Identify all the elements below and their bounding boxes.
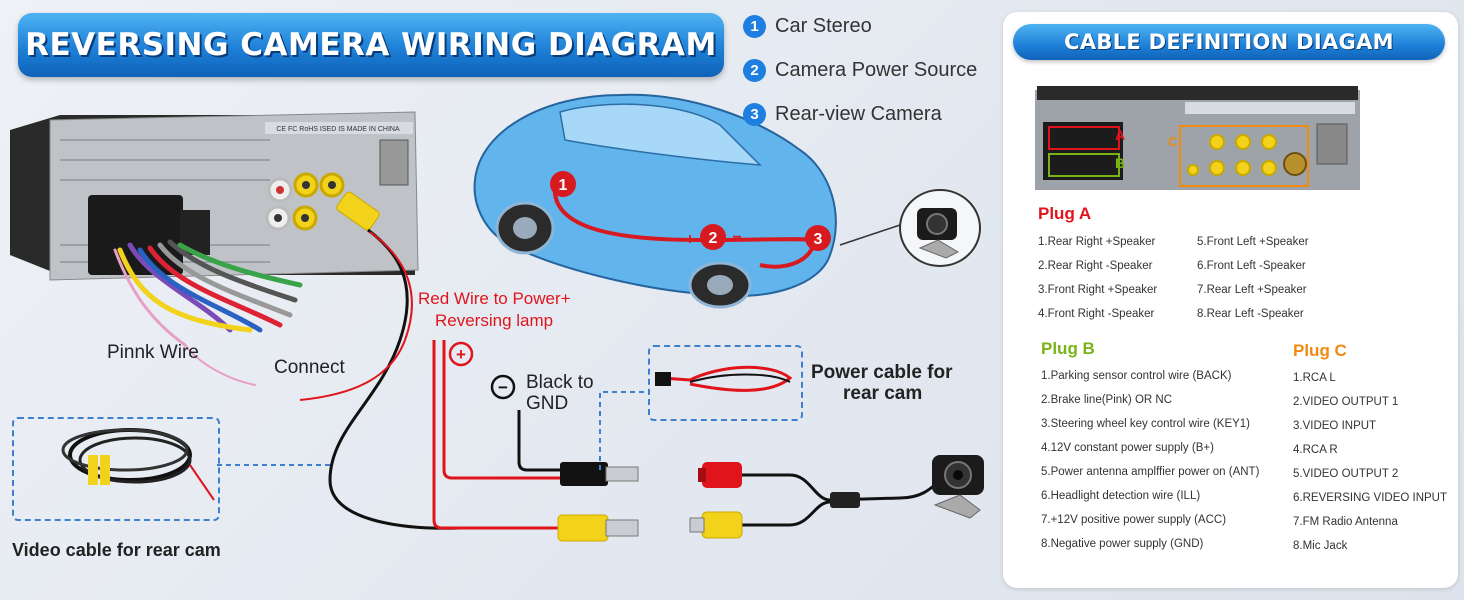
plug-b-pin: 5.Power antenna amplffier power on (ANT) — [1041, 466, 1260, 478]
plug-c-pin: 4.RCA R — [1293, 444, 1338, 456]
panel-title: CABLE DEFINITION DIAGAM — [1064, 30, 1394, 54]
black-gnd-label: Black to — [526, 372, 594, 393]
legend-item-rear-camera: 3 Rear-view Camera — [743, 103, 942, 126]
plug-a-pin: 1.Rear Right +Speaker — [1038, 236, 1156, 248]
svg-text:−: − — [732, 229, 741, 246]
legend-item-camera-power: 2 Camera Power Source — [743, 59, 977, 82]
connector-b-letter: B — [1115, 155, 1125, 171]
legend-number-3: 3 — [743, 103, 766, 126]
black-gnd-wire — [517, 410, 563, 472]
harness-wire-bundle — [113, 239, 303, 386]
red-wire-label: Red Wire to Power+ — [418, 289, 571, 308]
plug-b-title: Plug B — [1041, 339, 1095, 358]
title-banner: REVERSING CAMERA WIRING DIAGRAM — [18, 13, 724, 77]
plug-a-pin: 6.Front Left -Speaker — [1197, 260, 1306, 272]
pink-wire-label: Pinnk Wire — [107, 342, 199, 363]
plug-b-pin: 3.Steering wheel key control wire (KEY1) — [1041, 418, 1251, 430]
legend-label: Camera Power Source — [775, 59, 978, 81]
plug-c-pin: 2.VIDEO OUTPUT 1 — [1293, 396, 1399, 408]
video-cable-box — [12, 417, 220, 521]
car-marker-1: 1 — [559, 177, 568, 194]
video-rca-plug-stereo — [336, 191, 380, 231]
plug-c-pin: 5.VIDEO OUTPUT 2 — [1293, 468, 1399, 480]
plug-c-pin: 6.REVERSING VIDEO INPUT — [1293, 492, 1448, 504]
plug-c-pin: 3.VIDEO INPUT — [1293, 420, 1377, 432]
plug-b-pin: 8.Negative power supply (GND) — [1041, 538, 1204, 550]
trigger-wire-red — [299, 231, 413, 401]
plug-c-pin: 7.FM Radio Antenna — [1293, 516, 1398, 528]
svg-text:−: − — [498, 378, 508, 397]
car-marker-3: 3 — [814, 231, 823, 248]
video-cable-label: Video cable for rear cam — [12, 540, 221, 560]
plug-b-pin: 2.Brake line(Pink) OR NC — [1041, 394, 1173, 406]
svg-text:+: + — [685, 231, 694, 248]
plug-b-pin: 7.+12V positive power supply (ACC) — [1041, 514, 1227, 526]
car-stereo-unit: CE FC RoHS ISED IS MADE IN CHINA — [10, 111, 419, 281]
red-power-wire-1 — [432, 340, 560, 530]
plug-a-pin: 7.Rear Left +Speaker — [1197, 284, 1307, 296]
power-cable-box — [648, 345, 803, 421]
dc-barrel-plug — [560, 462, 639, 486]
legend-label: Rear-view Camera — [775, 103, 942, 125]
svg-text:+: + — [456, 345, 466, 364]
car-xray-image: 1 2 + − 3 — [473, 93, 837, 309]
plug-b-pin: 6.Headlight detection wire (ILL) — [1041, 490, 1201, 502]
video-rca-plug-camera-side — [557, 514, 639, 542]
plug-c-title: Plug C — [1293, 341, 1347, 360]
legend-number-2: 2 — [743, 59, 766, 82]
video-cable-black — [328, 228, 560, 530]
legend-item-car-stereo: 1 Car Stereo — [743, 15, 872, 38]
rear-camera-image — [932, 455, 984, 519]
gnd-label: GND — [526, 393, 569, 414]
power-cable-coil-image — [655, 365, 793, 392]
plug-b-pin: 4.12V constant power supply (B+) — [1041, 442, 1214, 454]
plug-c-pin: 8.Mic Jack — [1293, 540, 1348, 552]
panel-title-banner: CABLE DEFINITION DIAGAM — [1013, 24, 1445, 60]
plug-a-title: Plug A — [1038, 204, 1092, 223]
connect-label: Connect — [274, 357, 345, 378]
connector-c-letter: C — [1168, 134, 1178, 149]
plug-a-pin: 4.Front Right -Speaker — [1038, 308, 1155, 320]
stereo-print: CE FC RoHS ISED IS MADE IN CHINA — [276, 126, 400, 133]
plug-b-pin: 1.Parking sensor control wire (BACK) — [1041, 370, 1232, 382]
red-power-wire-2 — [442, 340, 563, 480]
power-cable-label: Power cable for — [811, 362, 953, 383]
legend-label: Car Stereo — [775, 15, 872, 37]
power-cable-label-2: rear cam — [843, 383, 923, 404]
rear-camera-thumbnail — [839, 189, 981, 267]
page-title: REVERSING CAMERA WIRING DIAGRAM — [25, 27, 717, 63]
stereo-rear-connector-image: A B C — [1035, 86, 1360, 190]
car-marker-2: 2 — [709, 230, 718, 247]
reversing-lamp-label: Reversing lamp — [435, 311, 554, 330]
plug-a-pin: 3.Front Right +Speaker — [1038, 284, 1158, 296]
plug-a-pin: 2.Rear Right -Speaker — [1038, 260, 1153, 272]
plug-a-pin: 5.Front Left +Speaker — [1197, 236, 1309, 248]
stereo-rca-jacks — [265, 172, 345, 231]
plug-a-pin: 8.Rear Left -Speaker — [1197, 308, 1304, 320]
camera-y-cable — [689, 462, 942, 539]
minus-symbol-icon: − — [490, 374, 516, 400]
plus-symbol-icon: + — [448, 341, 474, 367]
video-cable-coil-image — [61, 428, 215, 501]
plug-c-pin: 1.RCA L — [1293, 372, 1336, 384]
legend-number-1: 1 — [743, 15, 766, 38]
connector-a-letter: A — [1115, 127, 1125, 143]
